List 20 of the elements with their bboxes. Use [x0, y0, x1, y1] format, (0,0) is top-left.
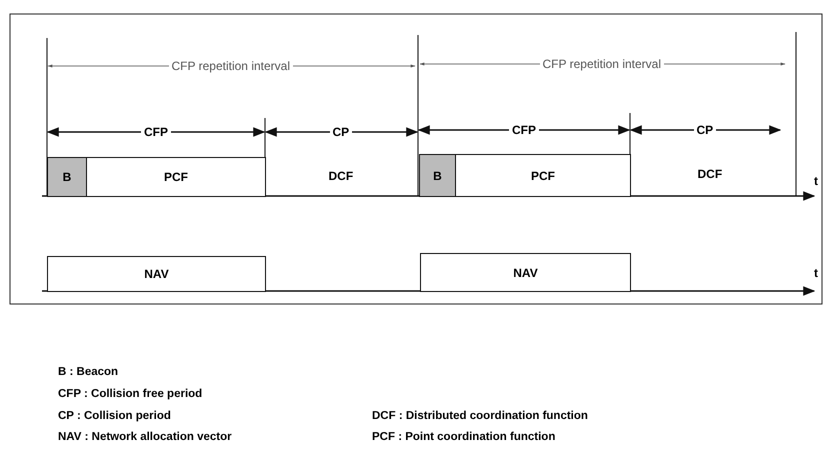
beacon-box: B — [47, 157, 87, 197]
axis-label: t — [813, 266, 819, 280]
period-label: CP — [694, 123, 716, 137]
period-label: CFP — [509, 123, 539, 137]
legend-entry: B : Beacon — [58, 365, 118, 379]
legend-entry: CFP : Collision free period — [58, 387, 202, 401]
legend-entry: CP : Collision period — [58, 409, 171, 423]
legend-entry: NAV : Network allocation vector — [58, 430, 232, 444]
interval-label: CFP repetition interval — [168, 59, 293, 73]
nav-bar: NAV — [420, 253, 631, 292]
beacon-box: B — [419, 154, 456, 197]
pcf-period-box: PCF — [455, 154, 631, 197]
period-label: CFP — [141, 125, 171, 139]
interval-label: CFP repetition interval — [540, 57, 664, 71]
axis-label: t — [813, 174, 819, 188]
pcf-period-box: PCF — [86, 157, 266, 197]
nav-bar: NAV — [47, 256, 266, 292]
period-label: CP — [330, 125, 352, 139]
legend-entry: PCF : Point coordination function — [372, 430, 556, 444]
legend-entry: DCF : Distributed coordination function — [372, 409, 588, 423]
